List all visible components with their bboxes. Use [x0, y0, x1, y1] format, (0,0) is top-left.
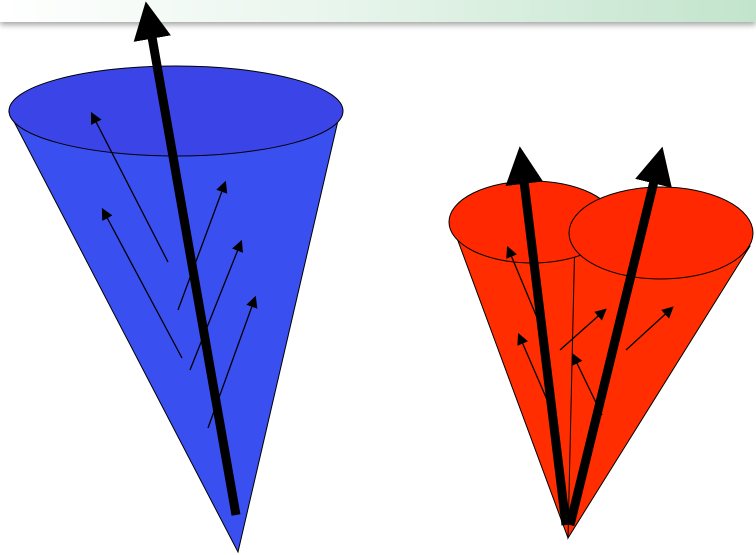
red-cone — [449, 165, 753, 538]
blue-cone — [9, 20, 343, 552]
blue-cone-opening — [9, 66, 343, 156]
top-band — [0, 0, 756, 22]
red-cone-opening-right — [569, 187, 753, 279]
